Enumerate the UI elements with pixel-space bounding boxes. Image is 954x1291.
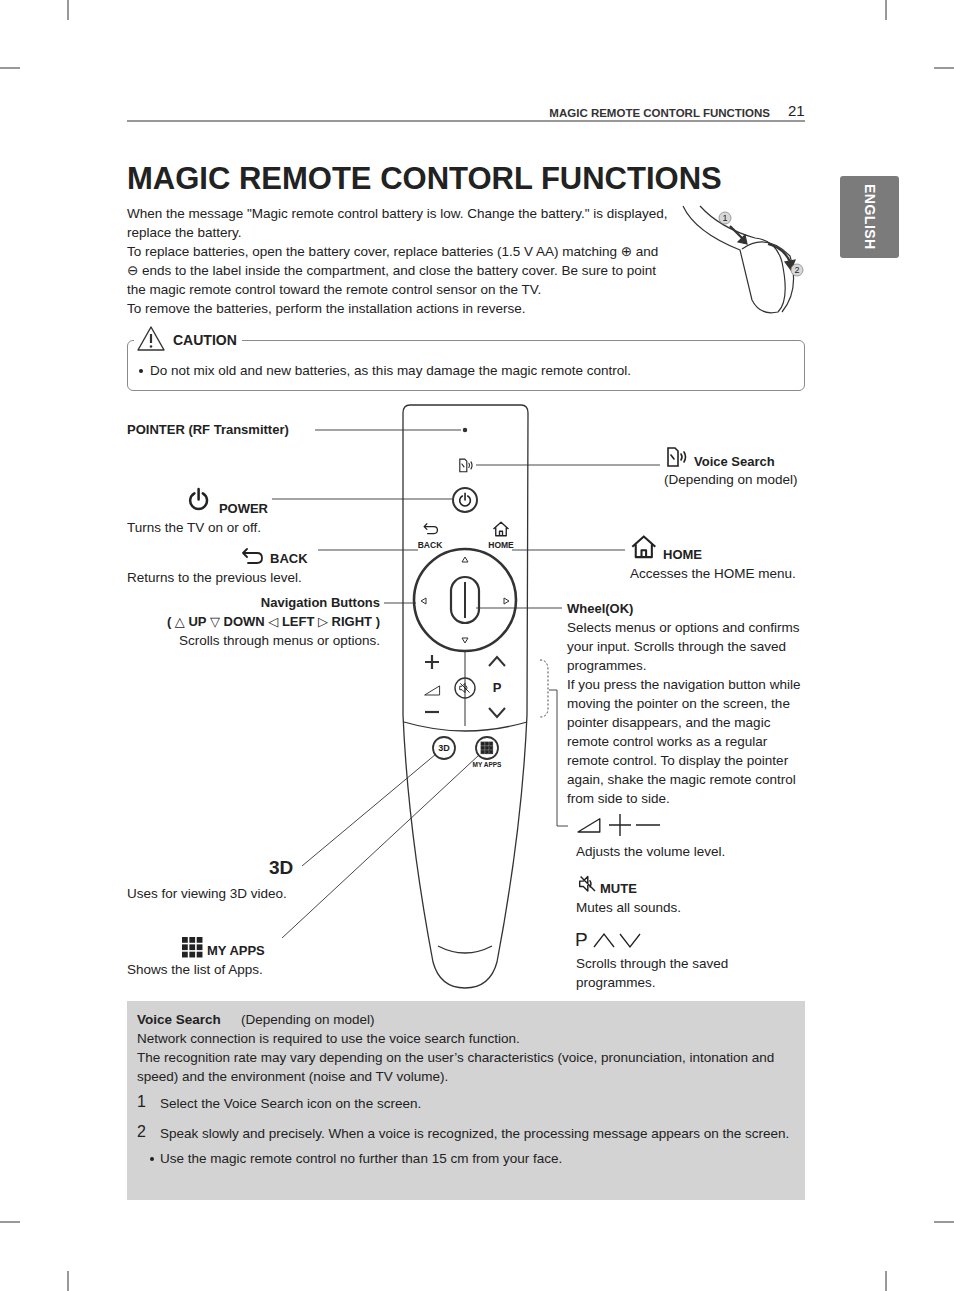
step-number: 2	[137, 1122, 157, 1142]
part-description: Selects menus or options and confirms yo…	[567, 618, 805, 675]
button-label: 3D	[434, 742, 454, 754]
part-name: Voice Search	[694, 452, 814, 471]
step-text: Speak slowly and precisely. When a voice…	[160, 1124, 790, 1143]
part-description: Scrolls through menus or options.	[120, 631, 380, 650]
part-name: MUTE	[600, 879, 680, 898]
panel-note: (Depending on model)	[241, 1010, 441, 1029]
button-label: P	[487, 680, 507, 696]
part-description: Mutes all sounds.	[576, 898, 776, 917]
part-description: If you press the navigation button while…	[567, 675, 805, 808]
callout-number: 1	[718, 212, 732, 224]
button-symbol: 3D	[269, 856, 301, 880]
callout-number: 2	[790, 264, 804, 276]
part-description: Adjusts the volume level.	[576, 842, 776, 861]
caution-box: CAUTIONDo not mix old and new batteries,…	[127, 340, 805, 391]
panel-text: The recognition rate may vary depending …	[137, 1048, 797, 1086]
running-header: MAGIC REMOTE CONTORL FUNCTIONS	[350, 106, 770, 120]
panel-text: Network connection is required to use th…	[137, 1029, 797, 1048]
battery-figure	[683, 206, 803, 313]
step-text: Select the Voice Search icon on the scre…	[160, 1094, 790, 1113]
part-description: Uses for viewing 3D video.	[127, 884, 327, 903]
remote-control	[403, 405, 528, 988]
part-name: POWER	[178, 499, 268, 518]
page-number: 21	[788, 102, 818, 120]
part-description: Turns the TV on or off.	[127, 518, 327, 537]
bullet-text: Use the magic remote control no further …	[160, 1149, 790, 1168]
part-name: HOME	[663, 545, 723, 564]
warning-icon	[134, 324, 168, 354]
button-label: HOME	[481, 540, 521, 551]
part-name: MY APPS	[207, 941, 287, 960]
part-description: Returns to the previous level.	[127, 568, 347, 587]
intro-text: To replace batteries, open the battery c…	[127, 242, 672, 299]
intro-text: To remove the batteries, perform the ins…	[127, 299, 672, 318]
bullet-dot	[150, 1157, 154, 1161]
part-description: Scrolls through the saved programmes.	[576, 954, 781, 992]
page-title: MAGIC REMOTE CONTORL FUNCTIONS	[127, 159, 827, 199]
part-name: Navigation Buttons	[180, 593, 380, 612]
panel-heading: Voice Search	[137, 1010, 237, 1029]
caution-heading: CAUTION	[168, 331, 242, 350]
part-name: ( △ UP ▽ DOWN ◁ LEFT ▷ RIGHT )	[120, 612, 380, 631]
bullet-dot	[139, 369, 143, 373]
part-name: POINTER (RF Transmitter)	[127, 420, 317, 439]
step-number: 1	[137, 1092, 157, 1112]
part-name: Wheel(OK)	[567, 599, 687, 618]
part-note: (Depending on model)	[664, 470, 834, 489]
caution-text: Do not mix old and new batteries, as thi…	[150, 361, 790, 380]
intro-text: When the message "Magic remote control b…	[127, 204, 672, 242]
button-label: BACK	[410, 540, 450, 551]
button-symbol: P	[575, 929, 595, 951]
language-tab: ENGLISH	[840, 176, 899, 258]
note-panel: Voice Search(Depending on model)Network …	[127, 1001, 805, 1200]
tab-text: ENGLISH	[860, 184, 880, 250]
part-description: Accesses the HOME menu.	[630, 564, 820, 583]
button-label: MY APPS	[462, 760, 512, 769]
part-name: BACK	[270, 549, 330, 568]
part-description: Shows the list of Apps.	[127, 960, 327, 979]
header-rule	[127, 121, 805, 122]
